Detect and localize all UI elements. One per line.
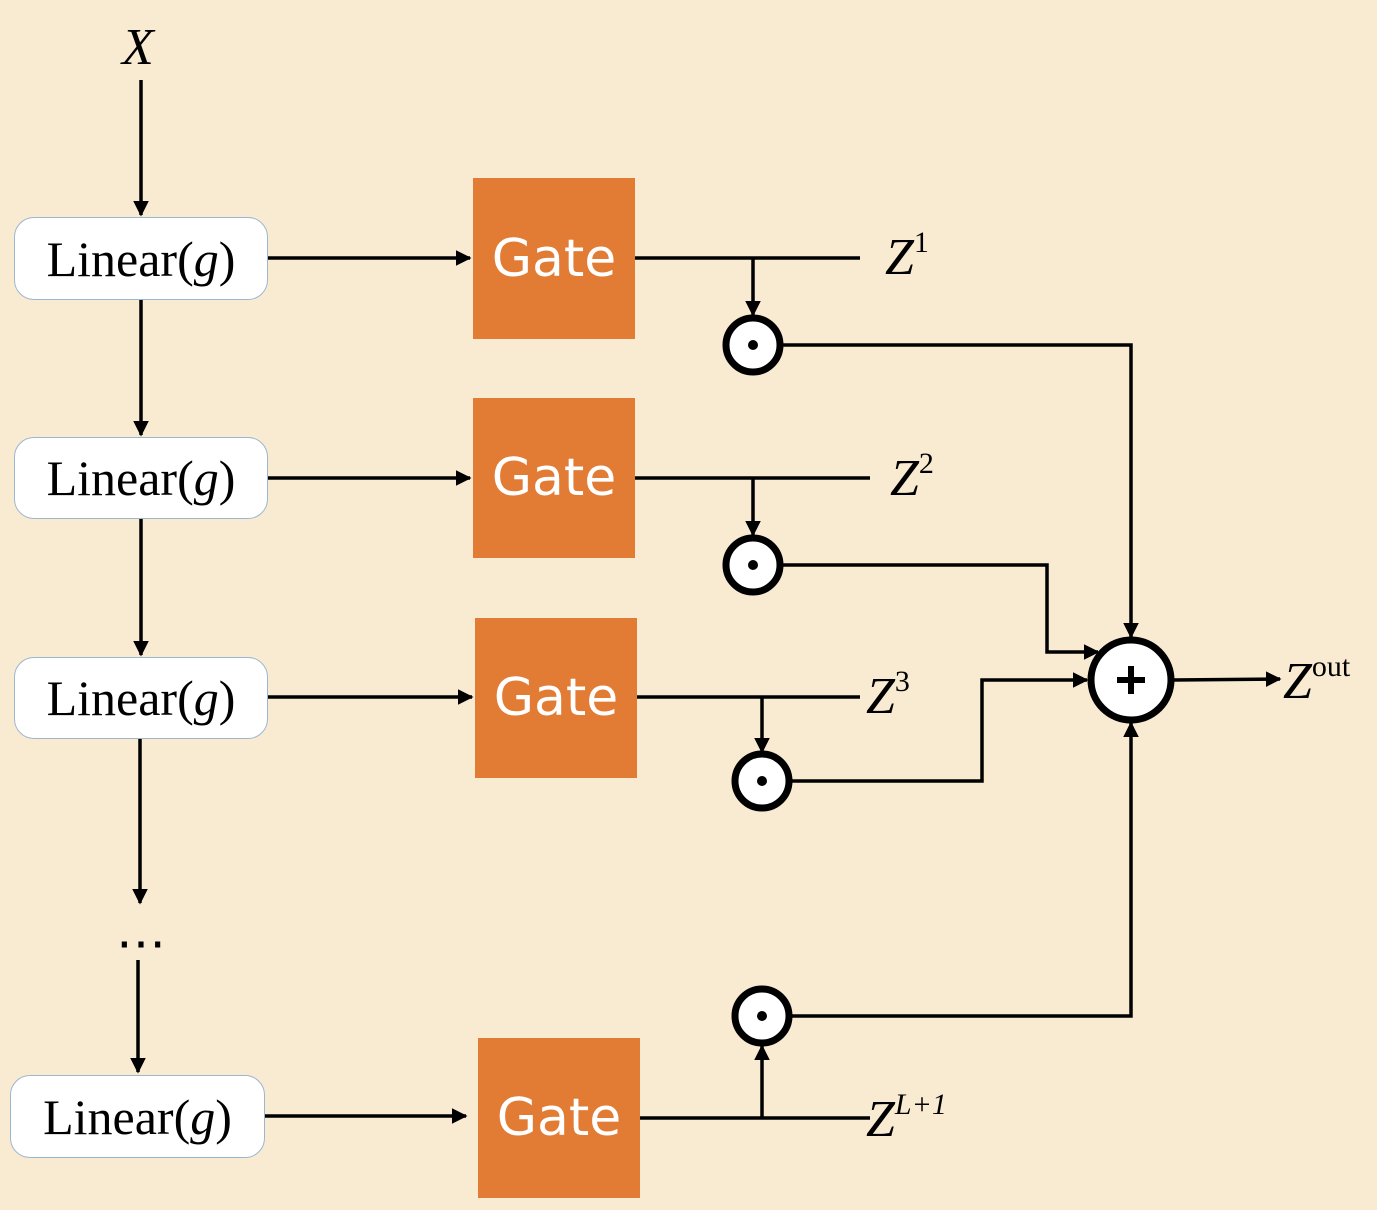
- hadamard-dot-3: [757, 776, 767, 786]
- arrow-node-3-to-sum: [790, 672, 1089, 783]
- output-label-z1: Z1: [885, 226, 929, 286]
- output-label-z3: Z3: [866, 665, 910, 725]
- hadamard-dot-1: [748, 340, 758, 350]
- arrow-node-2-to-sum: [782, 563, 1100, 660]
- gate-block-4: Gate: [478, 1038, 640, 1198]
- input-label-x: X: [122, 19, 154, 76]
- arrow-node-4-to-sum: [790, 721, 1139, 1018]
- output-label-z2: Z2: [890, 447, 934, 507]
- gate-block-3: Gate: [475, 618, 637, 778]
- linear-block-1: Linear(g): [14, 217, 268, 300]
- output-label-zout: Zout: [1283, 650, 1351, 710]
- linear-block-4: Linear(g): [10, 1075, 265, 1158]
- linear-block-2: Linear(g): [14, 437, 268, 519]
- arrow-node-1-to-sum: [782, 343, 1139, 639]
- ellipsis: ⋯: [116, 915, 170, 971]
- hadamard-dot-4: [757, 1011, 767, 1021]
- hadamard-dot-2: [748, 560, 758, 570]
- arrow-sum-to-zout: [1172, 671, 1282, 688]
- output-label-zl1: ZL+1: [866, 1088, 947, 1148]
- linear-block-3: Linear(g): [14, 657, 268, 739]
- gate-block-2: Gate: [473, 398, 635, 558]
- gate-block-1: Gate: [473, 178, 635, 339]
